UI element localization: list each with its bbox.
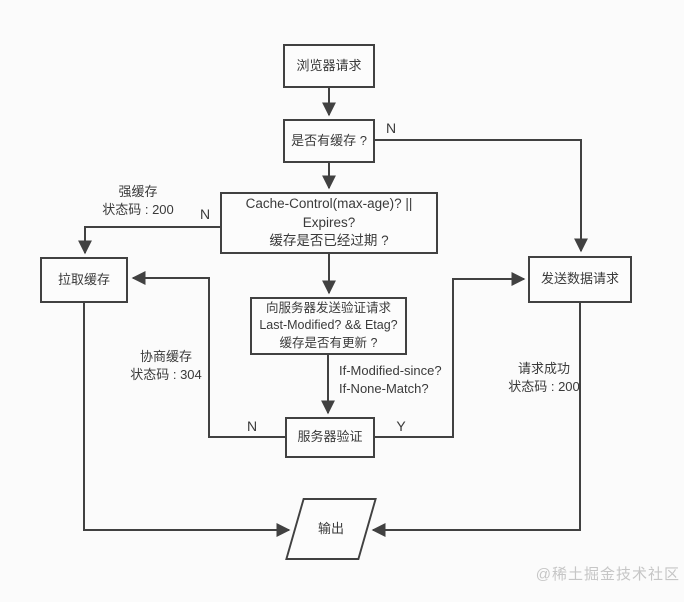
node-cache-control-line1: Cache-Control(max-age)? || Expires? <box>245 195 413 230</box>
node-output-label: 输出 <box>317 520 344 536</box>
note-negotiated-cache-line1: 协商缓存 <box>139 349 192 364</box>
node-browser-request: 浏览器请求 <box>283 44 375 88</box>
node-has-cache: 是否有缓存 ? <box>283 119 375 163</box>
node-pull-cache-label: 拉取缓存 <box>57 271 110 287</box>
node-browser-request-label: 浏览器请求 <box>296 57 362 73</box>
edge-servercheck-no-to-pull <box>131 271 285 438</box>
node-has-cache-label: 是否有缓存 ? <box>291 132 367 148</box>
edge-label-cache-expired-no: N <box>199 206 211 222</box>
node-server-validate: 服务器验证 <box>285 417 375 458</box>
note-negotiated-cache-line2: 状态码 : 304 <box>130 367 202 383</box>
edge-cachecontrol-no-to-pull <box>78 226 220 255</box>
edge-servercheck-yes-to-send <box>375 272 526 438</box>
node-pull-cache: 拉取缓存 <box>40 257 128 303</box>
edge-pull-to-output <box>83 303 291 537</box>
node-cache-control-line2: 缓存是否已经过期 ? <box>269 233 389 249</box>
node-validate-request: 向服务器发送验证请求 Last-Modified? && Etag? 缓存是否有… <box>250 297 407 355</box>
node-validate-request-line1: 向服务器发送验证请求 <box>265 300 391 315</box>
note-strong-cache-line2: 状态码 : 200 <box>102 202 174 218</box>
note-conditional-headers: If-Modified-since? If-None-Match? <box>339 362 469 399</box>
node-send-data-request: 发送数据请求 <box>528 256 632 303</box>
edge-label-server-validate-yes: Y <box>396 418 406 434</box>
note-conditional-headers-line1: If-Modified-since? <box>339 363 442 378</box>
node-validate-request-line2: Last-Modified? && Etag? <box>259 318 398 333</box>
node-validate-request-line3: 缓存是否有更新 ? <box>279 335 378 350</box>
note-negotiated-cache: 协商缓存 状态码 : 304 <box>114 348 218 385</box>
edge-send-to-output <box>371 303 581 537</box>
note-conditional-headers-line2: If-None-Match? <box>339 381 429 397</box>
note-strong-cache-line1: 强缓存 <box>118 184 158 199</box>
edge-hascache-no-to-send <box>375 139 588 253</box>
note-request-success-line1: 请求成功 <box>517 361 570 376</box>
node-cache-control: Cache-Control(max-age)? || Expires? 缓存是否… <box>220 192 438 254</box>
node-send-data-request-label: 发送数据请求 <box>540 271 619 287</box>
watermark-juejin-community: @稀土掘金技术社区 <box>535 566 680 583</box>
node-server-validate-label: 服务器验证 <box>297 429 363 445</box>
note-strong-cache: 强缓存 状态码 : 200 <box>86 183 190 220</box>
note-request-success: 请求成功 状态码 : 200 <box>492 360 596 397</box>
edge-label-hascache-no: N <box>385 120 397 136</box>
edge-label-server-validate-no: N <box>246 418 258 434</box>
note-request-success-line2: 状态码 : 200 <box>508 379 580 395</box>
